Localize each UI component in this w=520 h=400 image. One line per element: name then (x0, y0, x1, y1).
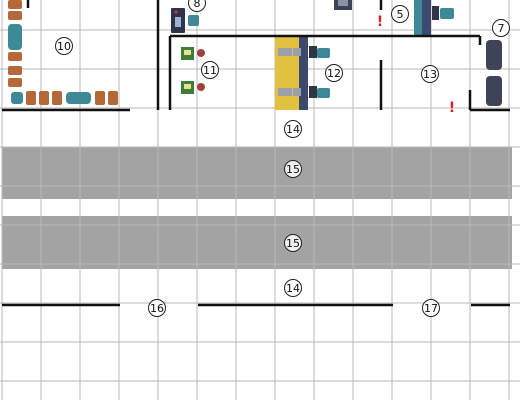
kiosk-light (174, 10, 178, 14)
service-counter (275, 36, 299, 110)
zone-15-label-lower: 15 (284, 234, 302, 252)
seat-zone-8 (188, 15, 199, 26)
alert-marker[interactable]: ! (376, 14, 384, 30)
divider-panel (299, 36, 308, 110)
zone-12-label: 12 (325, 64, 343, 82)
seat-corner (11, 92, 23, 104)
zone-13-label: 13 (421, 65, 439, 83)
seat-zone-12 (317, 88, 330, 98)
zone-14-label-upper: 14 (284, 120, 302, 138)
entrance-panel-dark (422, 0, 431, 35)
sofa-zone-7 (486, 40, 502, 70)
seat-zone-5 (432, 6, 439, 20)
sofa-left (8, 24, 22, 50)
zone-17-label: 17 (422, 299, 440, 317)
kiosk-screen (175, 17, 181, 27)
machine-top (184, 84, 191, 89)
machine-top (184, 50, 191, 55)
seat-zone-5 (440, 8, 454, 19)
zone-5-label: 5 (391, 5, 409, 23)
seat-zone-12 (317, 48, 330, 58)
cabinet-inner (338, 0, 348, 6)
seat-zone-12 (309, 46, 317, 58)
alert-marker[interactable]: ! (448, 100, 456, 116)
counter-item (293, 88, 301, 96)
counter-item (293, 48, 301, 56)
counter-item (278, 48, 292, 56)
seat-zone-12 (309, 86, 317, 98)
zone-11-label: 11 (201, 61, 219, 79)
entrance-panel (414, 0, 422, 35)
sofa-bottom (66, 92, 91, 104)
chairs-bottom-row (26, 91, 118, 105)
sofa-zone-7 (486, 76, 502, 106)
road-band-lower (2, 216, 512, 269)
zone-10-label: 10 (55, 37, 73, 55)
stool (197, 49, 205, 57)
stool (197, 83, 205, 91)
zone-7-label: 7 (492, 19, 510, 37)
chairs-left-column (8, 0, 22, 87)
counter-item (278, 88, 292, 96)
road-band-upper (2, 147, 512, 199)
walls (2, 0, 510, 307)
zone-14-label-lower: 14 (284, 279, 302, 297)
zone-15-label-upper: 15 (284, 160, 302, 178)
zone-16-label: 16 (148, 299, 166, 317)
